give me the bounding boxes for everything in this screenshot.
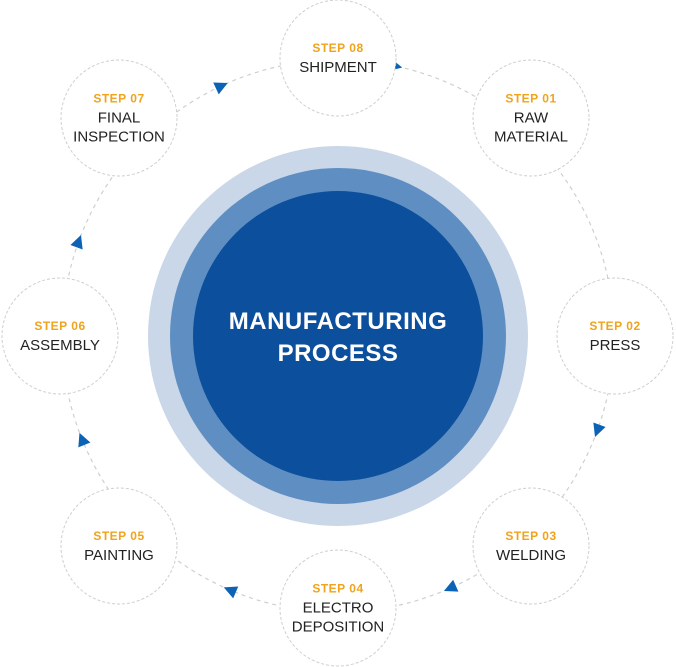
step-name-line: SHIPMENT bbox=[299, 59, 377, 76]
step-name-line: DEPOSITION bbox=[292, 619, 385, 636]
step-circle bbox=[279, 549, 397, 667]
center-hub: MANUFACTURING PROCESS bbox=[148, 146, 528, 526]
step-node-06: STEP 06 ASSEMBLY bbox=[1, 277, 119, 395]
step-node-02: STEP 02 PRESS bbox=[556, 277, 674, 395]
step-number-label: STEP 02 bbox=[589, 319, 640, 333]
step-node-01: STEP 01 RAW MATERIAL bbox=[472, 59, 590, 177]
step-circle bbox=[1, 277, 119, 395]
step-name-line: RAW bbox=[514, 110, 549, 127]
triangle-arrow-icon bbox=[70, 235, 83, 250]
triangle-arrow-icon bbox=[213, 82, 228, 95]
center-title-line-1: MANUFACTURING bbox=[229, 308, 447, 335]
step-number-label: STEP 01 bbox=[505, 92, 556, 106]
step-name-line: WELDING bbox=[496, 547, 566, 564]
step-name-line: PRESS bbox=[590, 337, 641, 354]
triangle-arrow-icon bbox=[78, 432, 91, 448]
step-name-line: MATERIAL bbox=[494, 129, 568, 146]
step-number-label: STEP 06 bbox=[34, 319, 85, 333]
step-circle bbox=[472, 487, 590, 605]
step-number-label: STEP 04 bbox=[312, 582, 363, 596]
triangle-arrow-icon bbox=[443, 579, 459, 592]
step-name-line: ELECTRO bbox=[303, 600, 374, 617]
step-circle bbox=[60, 487, 178, 605]
step-circle bbox=[60, 59, 178, 177]
step-circle bbox=[556, 277, 674, 395]
step-node-07: STEP 07 FINAL INSPECTION bbox=[60, 59, 178, 177]
triangle-arrow-icon bbox=[593, 422, 606, 437]
step-name-line: INSPECTION bbox=[73, 129, 165, 146]
step-circle bbox=[279, 0, 397, 117]
step-number-label: STEP 03 bbox=[505, 529, 556, 543]
step-number-label: STEP 08 bbox=[312, 41, 363, 55]
step-node-04: STEP 04 ELECTRO DEPOSITION bbox=[279, 549, 397, 667]
step-name-line: PAINTING bbox=[84, 547, 154, 564]
step-number-label: STEP 07 bbox=[93, 92, 144, 106]
step-node-03: STEP 03 WELDING bbox=[472, 487, 590, 605]
triangle-arrow-icon bbox=[223, 586, 239, 599]
step-node-08: STEP 08 SHIPMENT bbox=[279, 0, 397, 117]
step-name-line: ASSEMBLY bbox=[20, 337, 100, 354]
step-circle bbox=[472, 59, 590, 177]
center-title-line-2: PROCESS bbox=[278, 340, 399, 367]
step-node-05: STEP 05 PAINTING bbox=[60, 487, 178, 605]
center-core bbox=[193, 191, 483, 481]
step-number-label: STEP 05 bbox=[93, 529, 144, 543]
step-name-line: FINAL bbox=[98, 110, 141, 127]
